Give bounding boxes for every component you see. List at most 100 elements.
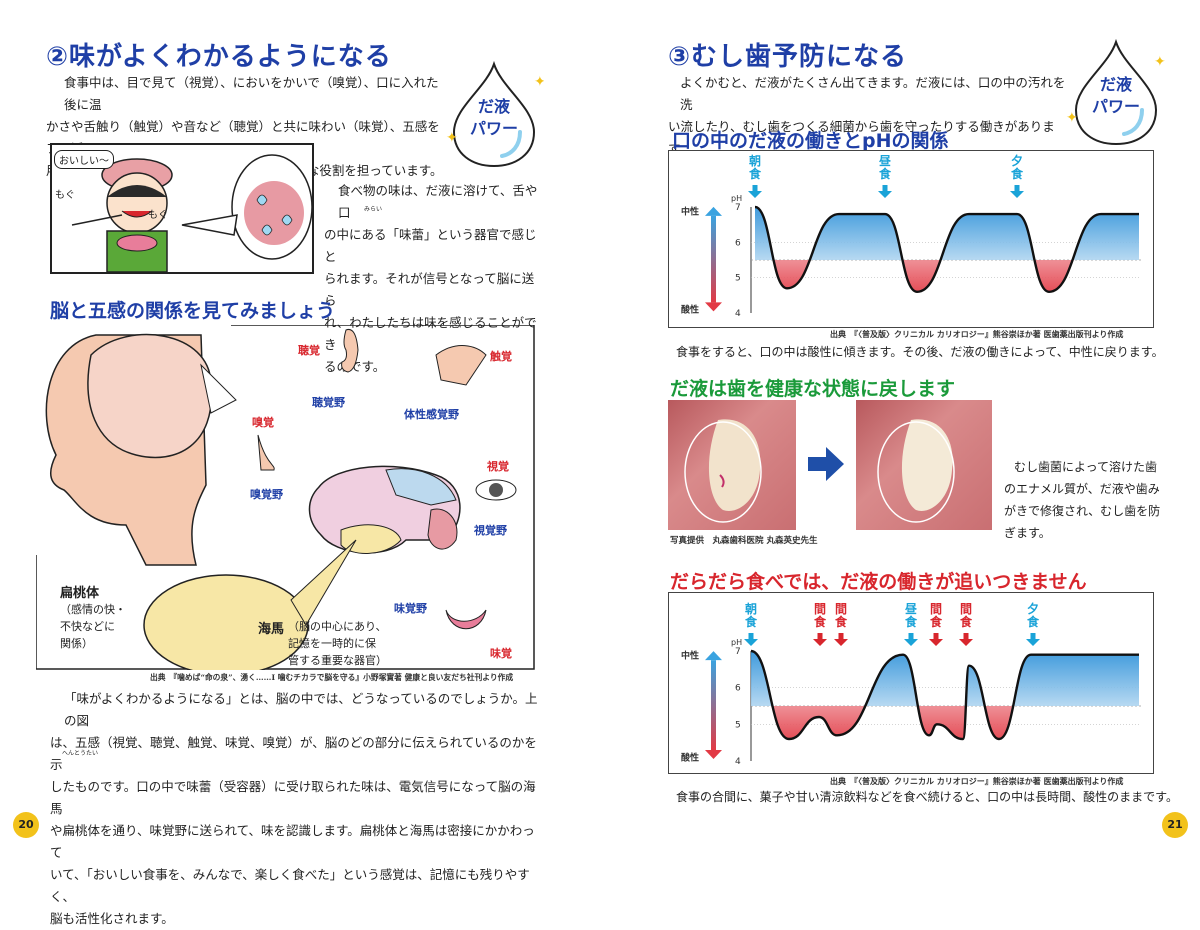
- page-number-right: 21: [1162, 812, 1188, 838]
- saliva-drop-icon: ✦ ✦: [446, 60, 544, 168]
- note-line: 記憶を一時的に保: [288, 637, 376, 650]
- text-line: したものです。口の中で味蕾（受容器）に受け取られた味は、電気信号になって脳の海馬: [50, 779, 536, 816]
- amygdala-note: （感情の快・ 不快などに 関係）: [60, 601, 126, 652]
- text-line: るのです。: [324, 359, 386, 374]
- text-line: 「味がよくわかるようになる」とは、脳の中では、どうなっているのでしょうか。上の図: [64, 691, 538, 728]
- label-smell: 嗅覚: [252, 416, 274, 429]
- label-somatosensory-area: 体性感覚野: [404, 408, 459, 421]
- snack-marker-label: 食: [813, 614, 827, 629]
- label-hearing: 聴覚: [298, 344, 320, 357]
- meal-arrow-icon: [1010, 185, 1024, 198]
- text-line: むし歯菌によって溶けた歯: [1014, 460, 1158, 474]
- tooth-after-icon: [877, 419, 955, 523]
- arrow-up-icon: [705, 651, 722, 661]
- acidic-area: [755, 260, 1139, 292]
- restore-section-title: だ液は歯を健康な状態に戻します: [670, 378, 956, 400]
- drop-label-line: パワー: [469, 119, 518, 138]
- meal-marker-label: 食: [904, 614, 918, 629]
- brain-diagram: [35, 324, 536, 676]
- label-sight: 視覚: [487, 460, 509, 473]
- text-line: は、五感（視覚、聴覚、触覚、味覚、嗅覚）が、脳のどの部分に伝えられているのかを示: [50, 735, 537, 772]
- meal-arrow-icon: [904, 633, 918, 646]
- note-line: （脳の中心にあり、: [288, 620, 387, 633]
- meal-marker-label: 食: [748, 166, 762, 181]
- drop-label-line: パワー: [1091, 97, 1140, 116]
- brain-section-title: 脳と五感の関係を見てみましょう: [50, 300, 336, 322]
- meal-marker-label: 食: [1010, 166, 1024, 181]
- label-taste: 味覚: [490, 647, 512, 660]
- ruby-mirai: みらい: [364, 206, 383, 213]
- label-amygdala: 扁桃体: [60, 586, 100, 601]
- y-tick-label: 7: [735, 203, 741, 213]
- note-line: （感情の快・: [60, 603, 126, 616]
- label-hippocampus: 海馬: [258, 622, 285, 637]
- meal-arrow-icon: [878, 185, 892, 198]
- snack-arrow-icon: [929, 633, 943, 646]
- axis-neutral-label: 中性: [681, 206, 699, 218]
- text-line: いて、「おいしい食事を、みんなで、楽しく食べた」という感覚は、記憶にも残りやすく…: [50, 867, 530, 904]
- axis-ph-label: pH: [731, 638, 742, 647]
- brain-explanation: 「味がよくわかるようになる」とは、脳の中では、どうなっているのでしょうか。上の図…: [50, 688, 540, 930]
- ph-gradient-arrow: [711, 215, 716, 303]
- svg-text:✦: ✦: [1154, 54, 1166, 70]
- y-tick-label: 5: [735, 274, 741, 284]
- arrow-down-icon: [705, 750, 722, 759]
- chart1-title: 口の中のだ液の働きとpHの関係: [672, 130, 949, 152]
- photo-credit: 写真提供 丸森歯科医院 丸森英史先生: [670, 536, 818, 546]
- snack-arrow-icon: [813, 633, 827, 646]
- child-eating-icon: [71, 154, 313, 273]
- snack-marker-label: 食: [834, 614, 848, 629]
- arrow-right-icon: [806, 444, 846, 488]
- snack-arrow-icon: [834, 633, 848, 646]
- y-tick-label: 4: [735, 309, 741, 319]
- text-line: られます。それが信号となって脳に送ら: [324, 271, 535, 308]
- y-tick-label: 6: [735, 684, 741, 694]
- text-line: 脳も活性化されます。: [50, 911, 174, 926]
- axis-acidic-label: 酸性: [681, 303, 699, 315]
- snack-marker-label: 食: [929, 614, 943, 629]
- snack-marker-label: 食: [959, 614, 973, 629]
- text-line: がきで修復され、むし歯を防: [1004, 504, 1161, 518]
- meal-arrow-icon: [744, 633, 758, 646]
- note-line: 関係）: [60, 637, 93, 650]
- taste-description: 食べ物の味は、だ液に溶けて、舌や口 の中にある「味蕾」という器官で感じと られま…: [324, 180, 544, 378]
- meal-marker-label: 昼: [904, 601, 918, 616]
- drop-label: だ液 パワー: [1076, 74, 1156, 118]
- tooth-photo-before: [668, 400, 796, 530]
- ph-curve: [754, 205, 1139, 294]
- source-citation: 出典 『〈普及版〉クリニカル カリオロジー』熊谷崇ほか著 医歯薬出版刊より作成: [830, 329, 1124, 339]
- text-line: ぎます。: [1004, 526, 1051, 540]
- ph-gradient-arrow: [711, 660, 716, 750]
- label-smell-area: 嗅覚野: [250, 488, 283, 501]
- drop-label: だ液 パワー: [454, 96, 534, 140]
- meal-arrow-icon: [1026, 633, 1040, 646]
- brain-senses-diagram: [35, 324, 535, 676]
- meal-marker-label: 食: [744, 614, 758, 629]
- svg-text:✦: ✦: [1066, 110, 1078, 126]
- label-hearing-area: 聴覚野: [312, 396, 345, 409]
- right-intro: よくかむと、だ液がたくさん出てきます。だ液には、口の中の汚れを洗 い流したり、む…: [668, 72, 1070, 160]
- photo-description: むし歯菌によって溶けた歯 のエナメル質が、だ液や歯み がきで修復され、むし歯を防…: [1004, 456, 1164, 544]
- text-line: や扁桃体を通り、味覚野に送られて、味を認識します。扁桃体と海馬は密接にかかわって: [50, 823, 535, 860]
- note-line: 不快などに: [60, 620, 115, 633]
- ruby-hentoutai: へんとうたい: [62, 750, 99, 757]
- meal-marker-label: 夕: [1011, 153, 1023, 168]
- drop-label-line: だ液: [1099, 75, 1132, 94]
- hippocampus-note: （脳の中心にあり、 記憶を一時的に保 管する重要な器官）: [288, 618, 387, 669]
- page-number-left: 20: [13, 812, 39, 838]
- saliva-drop-icon: ✦ ✦: [1066, 38, 1166, 146]
- intro-line: よくかむと、だ液がたくさん出てきます。だ液には、口の中の汚れを洗: [680, 75, 1066, 112]
- meal-marker-label: 食: [878, 166, 892, 181]
- arrow-up-icon: [705, 206, 722, 216]
- meal-arrow-icon: [748, 185, 762, 198]
- neutral-area: [751, 651, 1139, 706]
- chart1-caption: 食事をすると、口の中は酸性に傾きます。その後、だ液の働きによって、中性に戻ります…: [676, 345, 1164, 359]
- tooth-photo-after: [856, 400, 992, 530]
- meal-marker-label: 朝: [749, 153, 761, 168]
- chewing-sfx: もぐ: [55, 190, 75, 201]
- snack-marker-label: 間: [960, 602, 972, 616]
